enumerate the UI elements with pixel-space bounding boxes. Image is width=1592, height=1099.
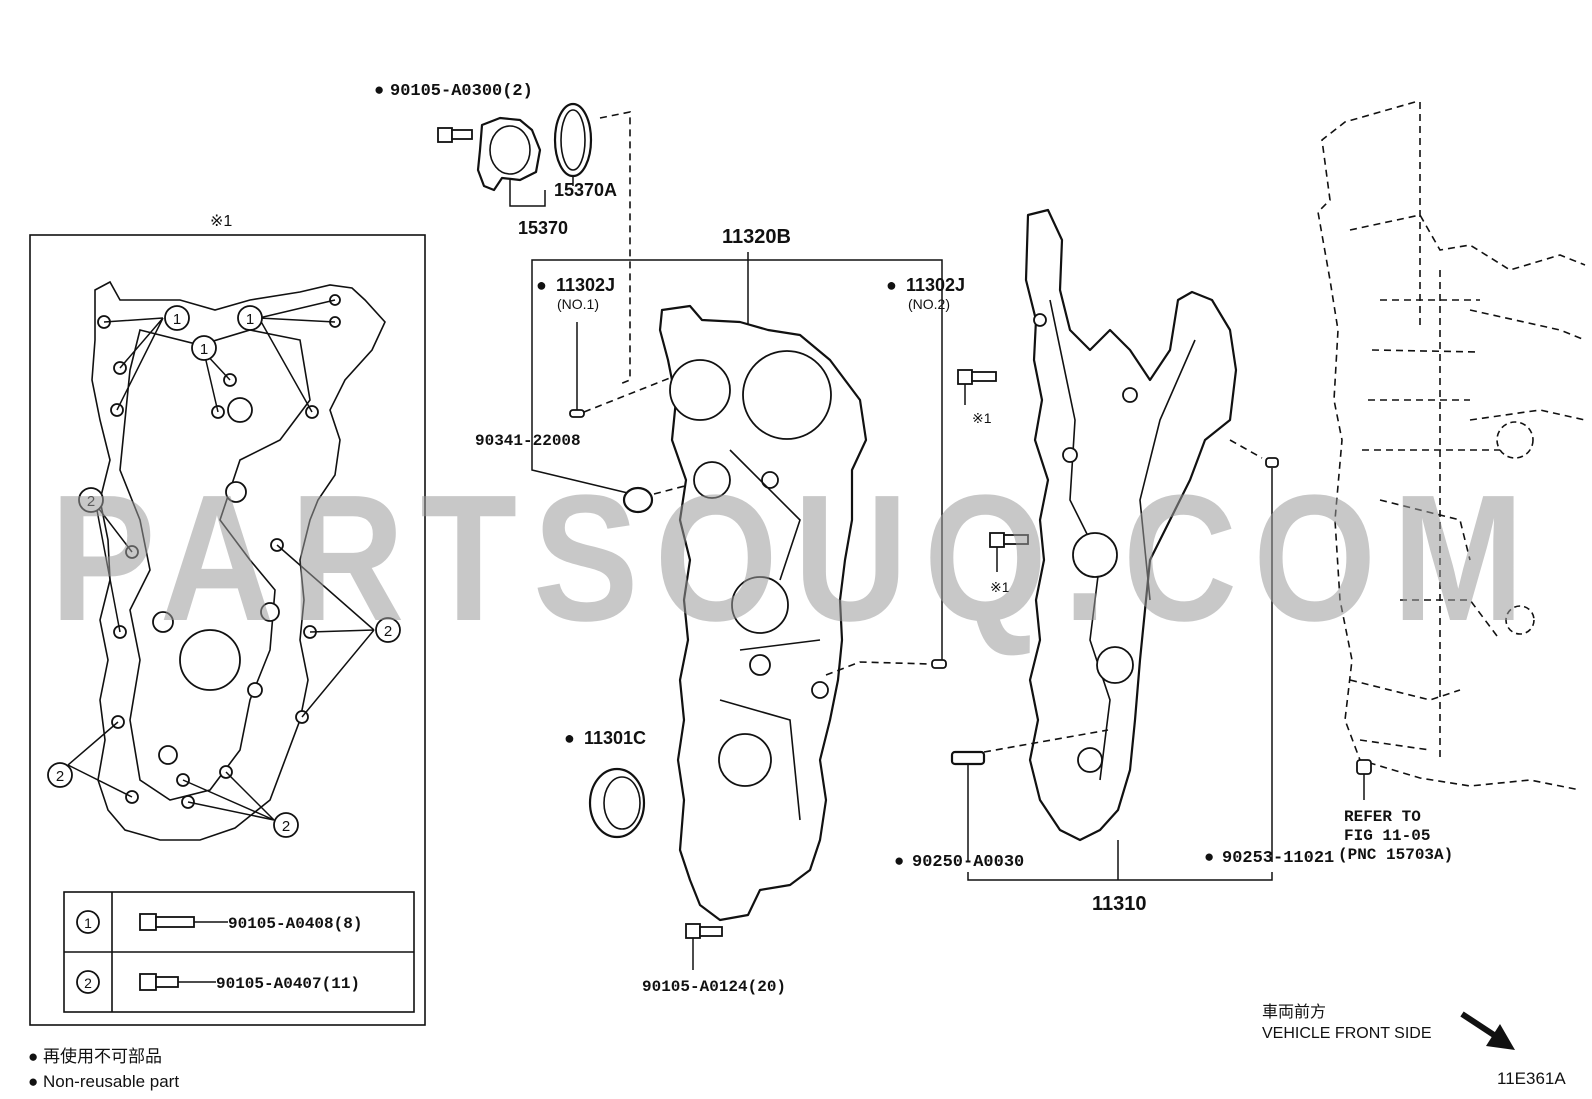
inset-hole — [260, 602, 280, 622]
inset-hole — [225, 481, 247, 503]
inset-hole — [227, 397, 253, 423]
inset-title: ※1 — [210, 213, 232, 230]
pin-11302J-no1 — [569, 409, 585, 418]
ref-mark-bolt: ※1 — [972, 410, 992, 426]
non-reusable-dot: ● — [1204, 847, 1214, 866]
svg-text:2: 2 — [384, 623, 392, 640]
table-part-2: 90105-A0407(11) — [216, 975, 360, 993]
oil-seal-11301C — [588, 767, 646, 839]
non-reusable-dot: ● — [894, 851, 904, 870]
svg-text:1: 1 — [246, 311, 254, 328]
non-reusable-dot: ● — [564, 728, 575, 748]
bolt-icon — [989, 532, 1029, 548]
legend-jp: ● 再使用不可部品 — [28, 1046, 162, 1066]
part-11320B-group: 11320B ● 11302J (NO.1) ● 11302J (NO.2) 9… — [475, 226, 965, 996]
legend-en: ● Non-reusable part — [28, 1072, 179, 1091]
watermark: PARTSOUQ.COM — [50, 458, 1540, 659]
label-11320B: 11320B — [722, 226, 791, 248]
direction-en: VEHICLE FRONT SIDE — [1262, 1025, 1432, 1042]
label-90105-A0300: 90105-A0300(2) — [390, 82, 533, 101]
inset-callout-1: 1 — [237, 305, 263, 331]
inset-frame — [29, 234, 426, 1026]
non-reusable-dot: ● — [886, 275, 897, 295]
part-15370-group: ● 90105-A0300(2) 15370A 15370 — [374, 80, 631, 385]
inset-bolt-table: 1 2 90105-A0408(8) 90105-A0407(11) — [63, 891, 415, 1013]
figure-id: 11E361A — [1497, 1069, 1566, 1088]
table-key-2: 2 — [84, 975, 92, 991]
inset-hole — [152, 611, 174, 633]
svg-text:2: 2 — [282, 818, 290, 835]
label-90253-11021: 90253-11021 — [1222, 849, 1334, 868]
svg-text:1: 1 — [173, 311, 181, 328]
label-no1: (NO.1) — [557, 296, 599, 312]
inset-callout-2: 2 — [375, 617, 401, 643]
pin-90250 — [950, 750, 986, 766]
non-reusable-dot: ● — [536, 275, 547, 295]
inset-callout-2-leaders — [67, 504, 375, 821]
non-reusable-dot: ● — [374, 80, 384, 99]
pin-90253 — [1265, 457, 1279, 468]
inset-hole — [247, 682, 263, 698]
inset-case-inner — [119, 329, 311, 801]
bolt-icon — [957, 369, 997, 385]
direction-jp: 車両前方 — [1262, 1003, 1326, 1021]
table-part-1: 90105-A0408(8) — [228, 915, 362, 933]
pin-11302J-no2 — [931, 659, 947, 669]
label-15370: 15370 — [518, 218, 568, 238]
engine-block-outline: REFER TO FIG 11-05 (PNC 15703A) — [1317, 101, 1586, 864]
label-11310: 11310 — [1092, 893, 1147, 915]
svg-text:1: 1 — [200, 341, 208, 358]
label-90250-A0030: 90250-A0030 — [912, 853, 1024, 872]
dowel-pin-icon — [1356, 759, 1372, 775]
refer-line-2: FIG 11-05 — [1344, 827, 1430, 845]
refer-line-1: REFER TO — [1344, 808, 1421, 826]
inset-panel: ※1 — [29, 213, 426, 1026]
ref-mark-bolt: ※1 — [990, 579, 1010, 595]
inset-hole — [158, 745, 178, 765]
label-90341-22008: 90341-22008 — [475, 432, 581, 450]
part-11310-group: ※1 ※1 ● 90250-A0030 ● 90253-11021 11310 — [894, 208, 1334, 915]
plug-90341 — [622, 486, 654, 514]
inset-callout-1: 1 — [191, 335, 217, 361]
bolt-icon — [685, 923, 723, 939]
label-15370A: 15370A — [554, 180, 617, 200]
label-11302J-no1: 11302J — [556, 275, 615, 295]
svg-text:2: 2 — [56, 768, 64, 785]
refer-line-3: (PNC 15703A) — [1338, 846, 1453, 864]
inset-callout-2: 2 — [273, 812, 299, 838]
front-direction-arrow-icon — [1460, 1011, 1515, 1050]
table-key-1: 1 — [84, 915, 92, 931]
inset-center-hole — [179, 629, 241, 691]
housing-15370 — [476, 116, 542, 192]
inset-callout-1-leaders — [103, 299, 336, 413]
svg-text:2: 2 — [87, 493, 95, 510]
inset-callout-1: 1 — [164, 305, 190, 331]
bolt-icon — [139, 913, 228, 931]
bolt-icon — [437, 127, 473, 143]
label-90105-A0124: 90105-A0124(20) — [642, 978, 786, 996]
bolt-icon — [139, 973, 216, 991]
label-no2: (NO.2) — [908, 296, 950, 312]
inset-callout-2: 2 — [78, 487, 104, 513]
inset-callout-2: 2 — [47, 762, 73, 788]
label-11301C: 11301C — [584, 728, 646, 748]
label-11302J-no2: 11302J — [906, 275, 965, 295]
